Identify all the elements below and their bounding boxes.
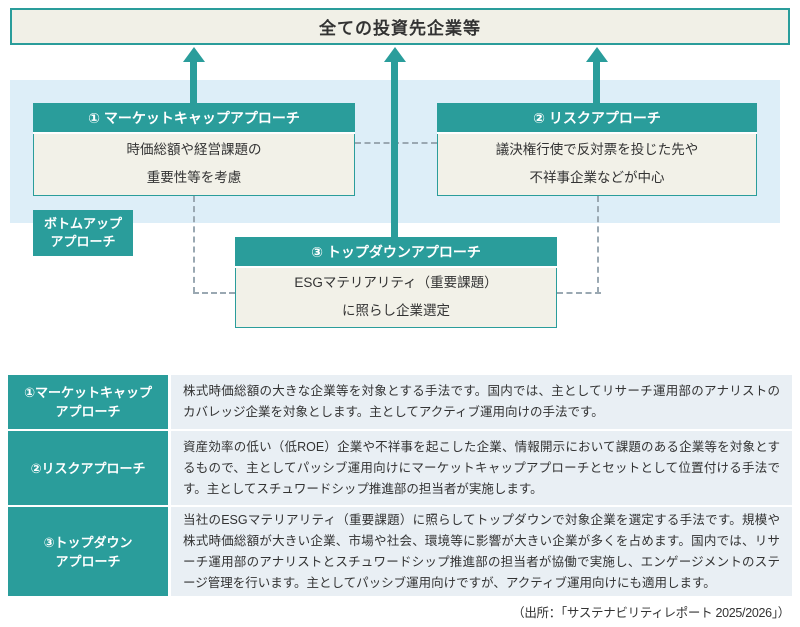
approach-body-line: 議決権行使で反対票を投じた先や [495, 142, 699, 157]
approach-body-line: 不祥事企業などが中心 [529, 170, 665, 185]
table-row-label: ③トップダウン アプローチ [8, 507, 168, 596]
risk-approach-header: ② リスクアプローチ [437, 103, 757, 134]
top-down-approach-box: ③ トップダウンアプローチ ESGマテリアリティ（重要課題） に照らし企業選定 [235, 237, 557, 328]
arrow-shaft [391, 60, 398, 237]
approach-header-label: ② リスクアプローチ [533, 109, 661, 126]
arrow-shaft [190, 60, 197, 103]
arrow-shaft [593, 60, 600, 103]
top-down-approach-body: ESGマテリアリティ（重要課題） に照らし企業選定 [236, 268, 556, 326]
bottom-up-approach-label: ボトムアップ アプローチ [33, 210, 133, 256]
table-label-line: ①マーケットキャップ [23, 385, 152, 400]
all-investee-companies-box: 全ての投資先企業等 [10, 8, 790, 45]
source-citation: （出所：「サステナビリティレポート 2025/2026」） [512, 606, 790, 620]
approach-header-label: ① マーケットキャップアプローチ [88, 109, 300, 126]
figure-title: 全ての投資先企業等 [319, 19, 481, 38]
risk-approach-body: 議決権行使で反対票を投じた先や 不祥事企業などが中心 [438, 134, 756, 194]
table-label-line: アプローチ [55, 404, 121, 419]
approach-body-line: ESGマテリアリティ（重要課題） [294, 275, 498, 290]
table-description-text: 当社のESGマテリアリティ（重要課題）に照らしてトップダウンで対象企業を選定する… [183, 512, 780, 590]
table-row-label: ②リスクアプローチ [8, 431, 168, 505]
approach-header-label: ③ トップダウンアプローチ [311, 243, 481, 260]
approach-body-line: に照らし企業選定 [342, 303, 450, 318]
table-description-text: 株式時価総額の大きな企業等を対象とする手法です。国内では、主としてリサーチ運用部… [183, 384, 780, 419]
dashed-connector-horizontal-right [557, 292, 601, 294]
top-down-approach-header: ③ トップダウンアプローチ [235, 237, 557, 268]
table-label-line: アプローチ [55, 553, 121, 569]
market-cap-approach-header: ① マーケットキャップアプローチ [33, 103, 355, 134]
arrow-up-icon [183, 47, 205, 62]
arrow-up-icon [384, 47, 406, 62]
market-cap-approach-box: ① マーケットキャップアプローチ 時価総額や経営課題の 重要性等を考慮 [33, 103, 355, 196]
risk-approach-box: ② リスクアプローチ 議決権行使で反対票を投じた先や 不祥事企業などが中心 [437, 103, 757, 196]
dashed-connector-vertical-left [193, 196, 195, 293]
table-description-text: 資産効率の低い（低ROE）企業や不祥事を起こした企業、情報開示において課題のある… [183, 439, 780, 496]
bottom-up-label-line: ボトムアップ [43, 216, 122, 231]
market-cap-approach-body: 時価総額や経営課題の 重要性等を考慮 [34, 134, 354, 194]
table-row-label: ①マーケットキャップ アプローチ [8, 375, 168, 429]
approach-body-line: 時価総額や経営課題の [126, 142, 262, 157]
dashed-connector-vertical-right [597, 196, 599, 293]
table-label-line: ③トップダウン [43, 534, 133, 550]
table-label-line: ②リスクアプローチ [30, 460, 146, 476]
table-row-description: 当社のESGマテリアリティ（重要課題）に照らしてトップダウンで対象企業を選定する… [171, 507, 792, 596]
table-row-description: 株式時価総額の大きな企業等を対象とする手法です。国内では、主としてリサーチ運用部… [171, 375, 792, 429]
table-row-description: 資産効率の低い（低ROE）企業や不祥事を起こした企業、情報開示において課題のある… [171, 431, 792, 505]
dashed-connector-horizontal-left [193, 292, 235, 294]
bottom-up-label-line: アプローチ [50, 234, 116, 249]
approach-body-line: 重要性等を考慮 [146, 170, 242, 185]
arrow-up-icon [586, 47, 608, 62]
